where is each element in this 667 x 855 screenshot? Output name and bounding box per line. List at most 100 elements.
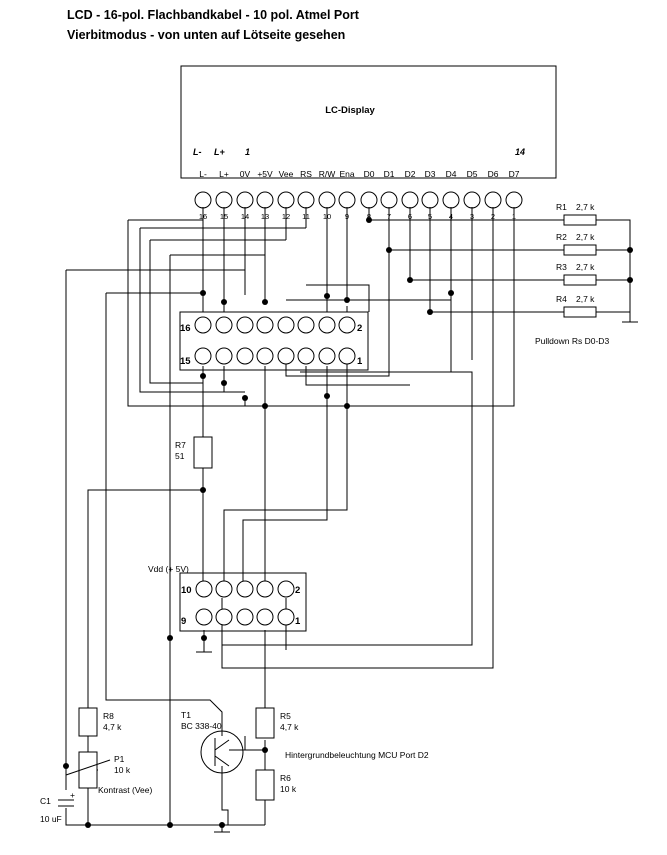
vdd-label: Vdd (+ 5V) bbox=[148, 564, 189, 574]
connector-16pol-pad bbox=[194, 347, 212, 365]
r6-value: 10 k bbox=[280, 784, 297, 794]
connector-16pol-pad bbox=[236, 316, 254, 334]
r5-value: 4,7 k bbox=[280, 722, 299, 732]
connector-10pol-pad bbox=[236, 580, 254, 598]
t1-name: T1 bbox=[181, 710, 191, 720]
r3-value: 2,7 k bbox=[576, 262, 595, 272]
display-pin-name: R/W bbox=[319, 169, 336, 179]
display-pin-name: 0V bbox=[240, 169, 251, 179]
display-pin-pad bbox=[380, 191, 398, 209]
connector-10pol-pad bbox=[277, 580, 295, 598]
connector-16pol-pad bbox=[318, 347, 336, 365]
display-pin-name: RS bbox=[300, 169, 312, 179]
connector-10pol bbox=[179, 572, 307, 632]
display-pin-pad bbox=[463, 191, 481, 209]
display-pin-name: D4 bbox=[446, 169, 457, 179]
resistor-r8 bbox=[78, 707, 98, 737]
r2-name: R2 bbox=[556, 232, 567, 242]
display-pin-pad bbox=[236, 191, 254, 209]
wires bbox=[65, 207, 638, 833]
c10-label-bottom-left: 9 bbox=[181, 616, 186, 627]
connector-16pol-pad bbox=[338, 316, 356, 334]
display-top-label-lplus: L+ bbox=[214, 147, 225, 157]
display-top-label-14: 14 bbox=[515, 147, 525, 157]
transistor-symbol bbox=[214, 738, 245, 767]
display-pin-name: +5V bbox=[257, 169, 273, 179]
connector-10pol-pad bbox=[195, 608, 213, 626]
lc-display-box bbox=[180, 65, 557, 179]
r4-name: R4 bbox=[556, 294, 567, 304]
c16-label-bottom-right: 1 bbox=[357, 356, 363, 367]
r1-value: 2,7 k bbox=[576, 202, 595, 212]
display-pin-pad bbox=[194, 191, 212, 209]
connector-10pol-pad bbox=[215, 608, 233, 626]
pot-wiper-arrow bbox=[65, 759, 111, 776]
connector-16pol-pads bbox=[194, 316, 356, 365]
connector-16pol-pad bbox=[215, 347, 233, 365]
lc-display-label: LC-Display bbox=[325, 105, 375, 116]
r3-name: R3 bbox=[556, 262, 567, 272]
connector-16pol-pad bbox=[194, 316, 212, 334]
capacitor-c1 bbox=[58, 799, 74, 807]
r8-name: R8 bbox=[103, 711, 114, 721]
t1-type: BC 338-40 bbox=[181, 721, 222, 731]
connector-16pol-pad bbox=[277, 347, 295, 365]
c16-label-top-left: 16 bbox=[180, 323, 191, 334]
display-pin-pad bbox=[297, 191, 315, 209]
title-line-1: LCD - 16-pol. Flachbandkabel - 10 pol. A… bbox=[67, 8, 359, 22]
resistor-r2 bbox=[563, 244, 597, 256]
display-pin-pad bbox=[421, 191, 439, 209]
transistor-t1 bbox=[200, 730, 244, 774]
display-pin-pad bbox=[338, 191, 356, 209]
display-pin-name: L+ bbox=[219, 169, 229, 179]
display-pin-name: D5 bbox=[467, 169, 478, 179]
connector-10pol-pad bbox=[195, 580, 213, 598]
connector-16pol-pad bbox=[297, 347, 315, 365]
connector-10pol-pad bbox=[215, 580, 233, 598]
resistor-r6 bbox=[255, 769, 275, 801]
junction-dots bbox=[63, 217, 633, 828]
display-pin-name: Ena bbox=[339, 169, 354, 179]
resistor-r5 bbox=[255, 707, 275, 739]
connector-10pol-pad bbox=[256, 580, 274, 598]
r2-value: 2,7 k bbox=[576, 232, 595, 242]
r1-name: R1 bbox=[556, 202, 567, 212]
display-top-label-lminus: L- bbox=[193, 147, 202, 157]
r7-name: R7 bbox=[175, 440, 186, 450]
connector-16pol-pad bbox=[215, 316, 233, 334]
r8-value: 4,7 k bbox=[103, 722, 122, 732]
r5-name: R5 bbox=[280, 711, 291, 721]
display-pin-pad bbox=[215, 191, 233, 209]
backlight-label: Hintergrundbeleuchtung MCU Port D2 bbox=[285, 750, 429, 760]
connector-10pol-pads bbox=[195, 580, 295, 626]
display-pin-pad bbox=[277, 191, 295, 209]
display-pin-pad bbox=[442, 191, 460, 209]
display-pin-pad bbox=[318, 191, 336, 209]
resistor-r1 bbox=[563, 214, 597, 226]
connector-16pol-pad bbox=[256, 316, 274, 334]
resistor-r7 bbox=[193, 436, 213, 469]
connector-16pol-pad bbox=[297, 316, 315, 334]
connector-10pol-pad bbox=[277, 608, 295, 626]
display-pin-name: Vee bbox=[279, 169, 294, 179]
c10-label-top-right: 2 bbox=[295, 585, 300, 596]
pulldown-label: Pulldown Rs D0-D3 bbox=[535, 336, 609, 346]
connector-16pol-pad bbox=[338, 347, 356, 365]
c16-label-bottom-left: 15 bbox=[180, 356, 191, 367]
r7-value: 51 bbox=[175, 451, 185, 461]
display-pin-name: D3 bbox=[425, 169, 436, 179]
c16-label-top-right: 2 bbox=[357, 323, 362, 334]
r4-value: 2,7 k bbox=[576, 294, 595, 304]
connector-16pol-pad bbox=[277, 316, 295, 334]
display-pin-pad bbox=[505, 191, 523, 209]
display-pin-pad bbox=[401, 191, 419, 209]
c1-polarity: + bbox=[70, 790, 75, 800]
p1-value: 10 k bbox=[114, 765, 131, 775]
connector-16pol-pad bbox=[256, 347, 274, 365]
display-pin-name: D7 bbox=[509, 169, 520, 179]
connector-16pol-pad bbox=[236, 347, 254, 365]
connector-10pol-pad bbox=[256, 608, 274, 626]
display-pin-name: D2 bbox=[405, 169, 416, 179]
